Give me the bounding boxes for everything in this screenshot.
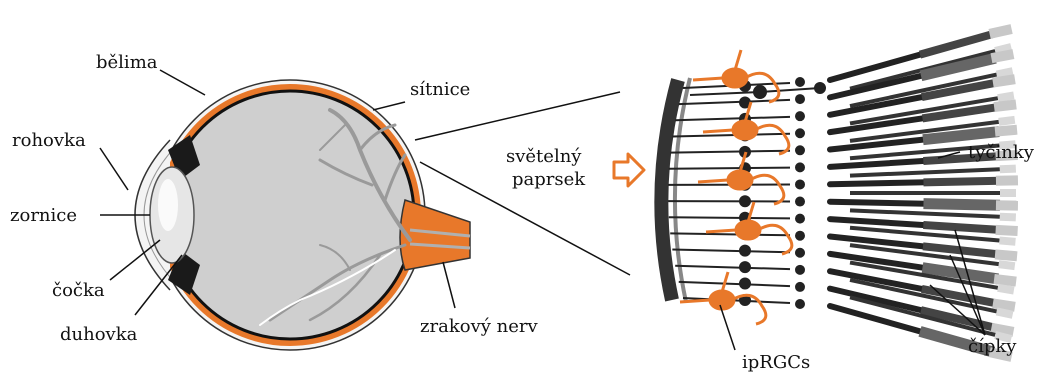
cone-cell [830,202,1018,206]
label-sclera: bělima [96,52,158,73]
label-iprgcs: ipRGCs [742,352,810,373]
label-light-ray-1: světelný [506,146,582,167]
rod-cell [850,210,1016,217]
neuron-chain [675,262,804,274]
neuron-chain [672,246,804,257]
neuron-chain [679,95,804,107]
neuron-chain [679,279,804,291]
eye-cross-section [100,70,630,350]
iprgc-cell [698,152,784,204]
neuron-chain [669,213,804,223]
inner-ring [166,91,414,339]
rod-cell [850,169,1016,176]
label-optic-nerve: zrakový nerv [420,316,538,337]
label-lens: čočka [52,280,105,301]
retina-detail [661,29,1018,357]
rod-cell [830,180,1018,184]
label-light-ray-2: paprsek [512,169,586,190]
label-iris: duhovka [60,324,138,345]
label-cornea: rohovka [12,130,86,151]
label-rods: tyčinky [968,142,1035,163]
label-retina: sítnice [410,79,470,100]
label-cones: čípky [968,336,1017,357]
label-pupil: zornice [10,205,77,226]
light-ray-arrow [614,154,644,186]
